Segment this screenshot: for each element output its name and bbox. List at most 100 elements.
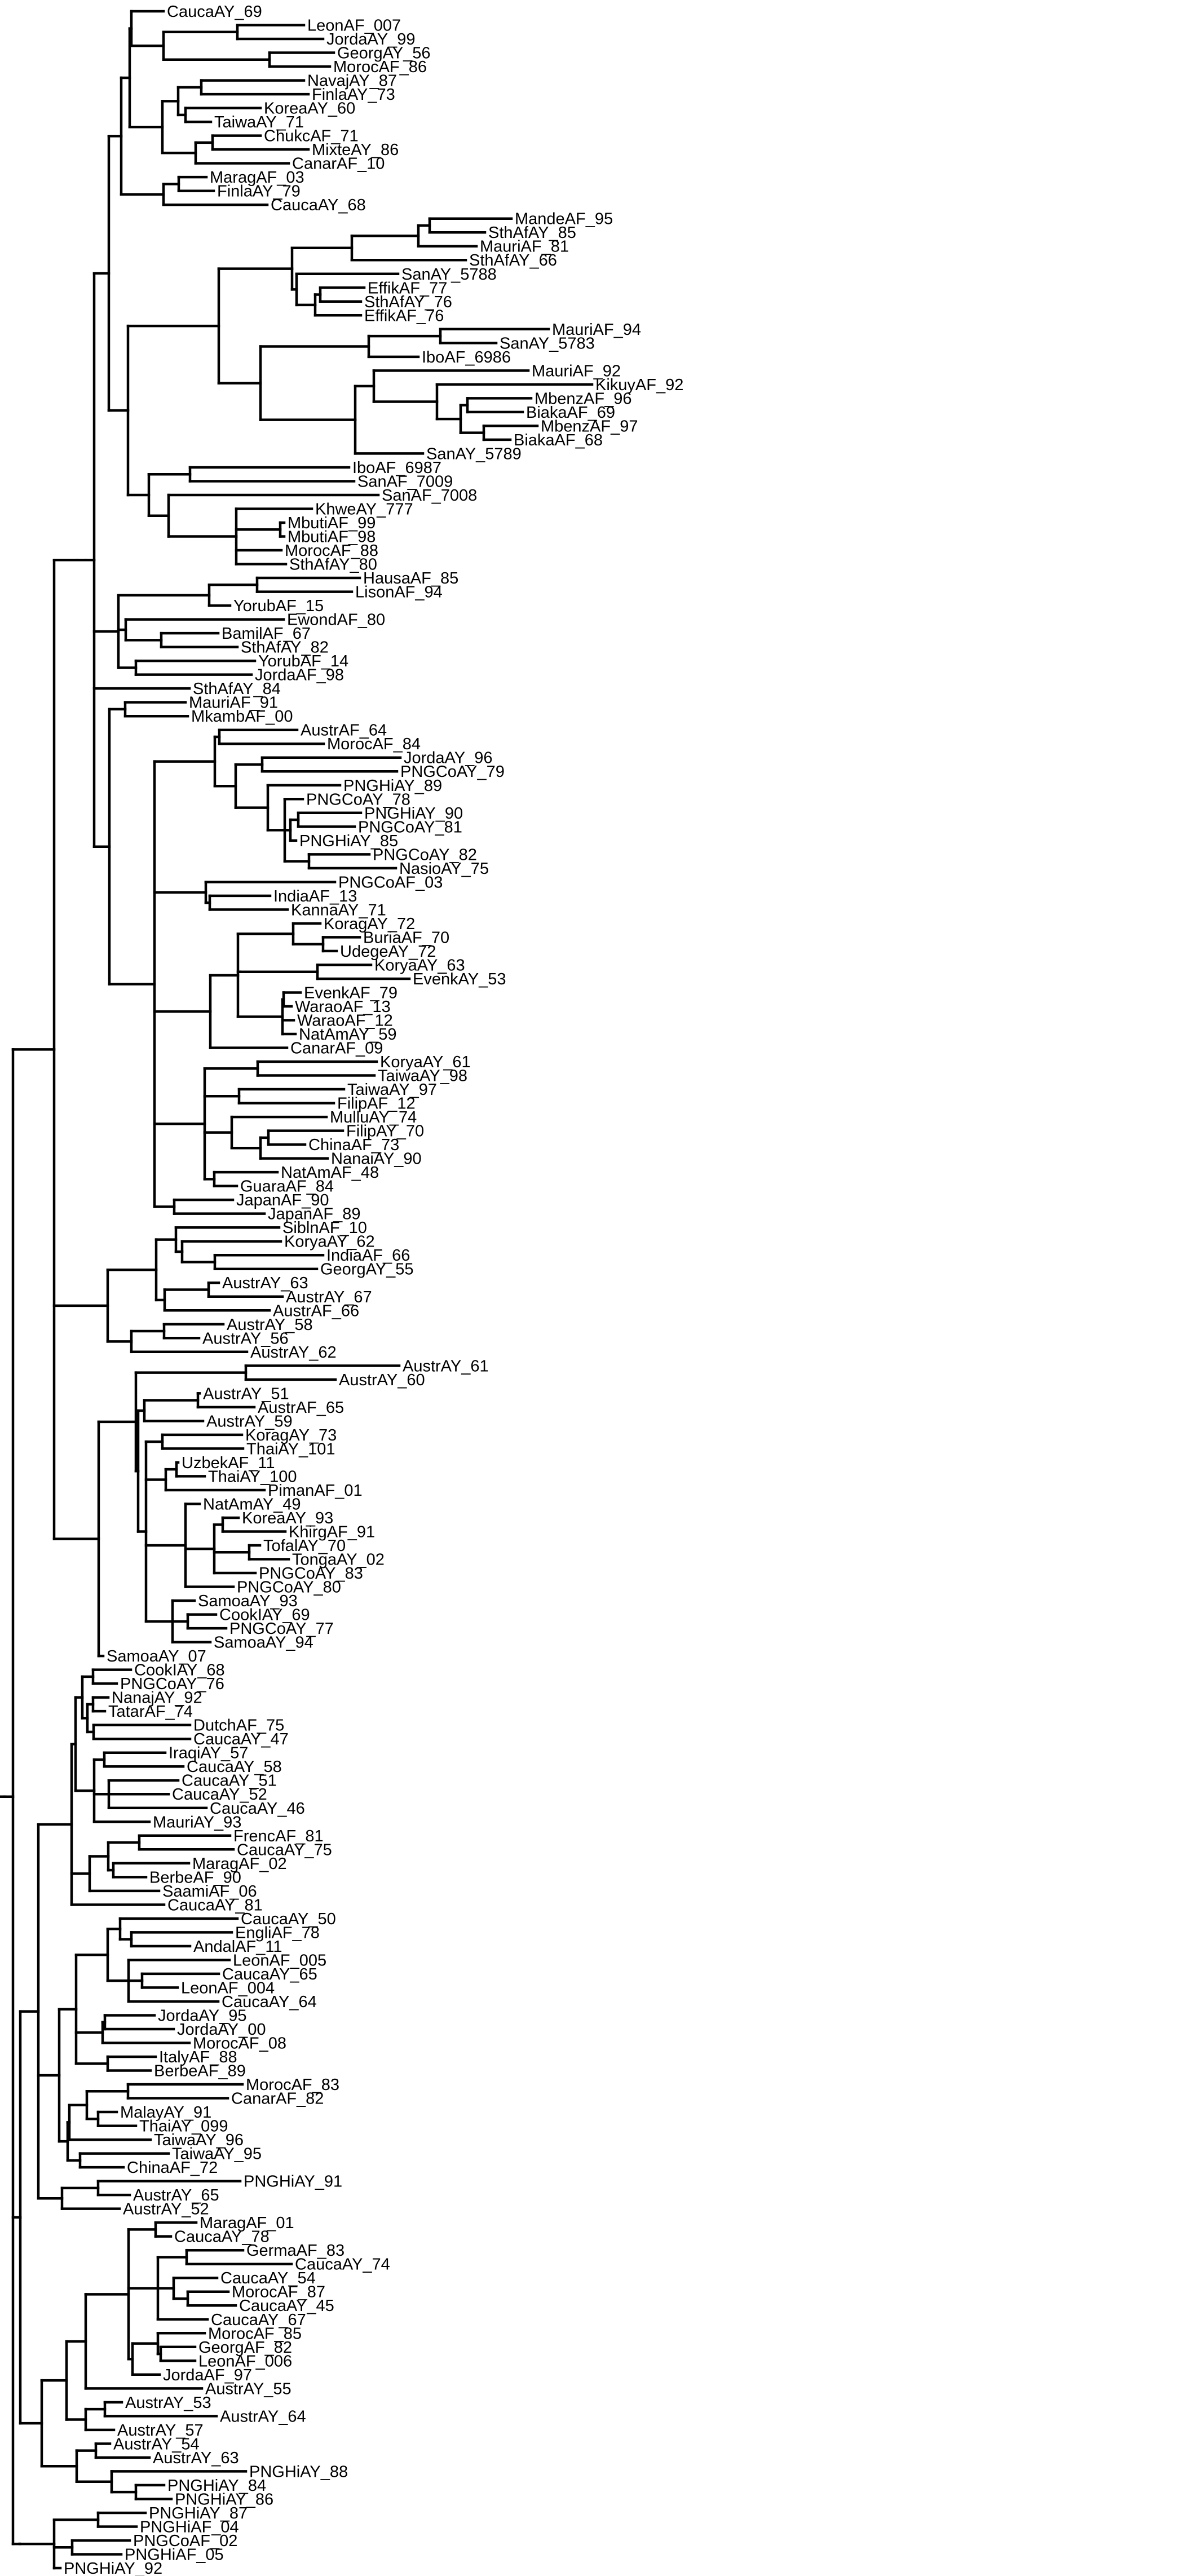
tip-label: LeonAF_007 — [307, 17, 401, 35]
tip-label: JordaAY_96 — [404, 749, 492, 767]
tip-label: AustrAY_65 — [133, 2186, 219, 2204]
tip-label: PNGCoAY_81 — [358, 818, 462, 836]
tip-label: LeonAF_006 — [198, 2352, 292, 2370]
tip-label: SthAfAY_84 — [193, 680, 281, 698]
tip-label: MaragAF_02 — [192, 1855, 287, 1873]
tip-label: MauriAF_94 — [552, 321, 641, 339]
tip-label: SiblnAF_10 — [282, 1219, 367, 1237]
tip-label: ThaiAY_101 — [246, 1440, 335, 1458]
tip-label: MauriAF_81 — [480, 238, 569, 256]
tip-label: FinlaAY_79 — [217, 183, 301, 201]
tip-label: TofalAY_70 — [263, 1537, 346, 1555]
tip-label: SamoaAY_07 — [107, 1647, 206, 1665]
tip-label: SanAY_5788 — [401, 266, 497, 284]
tip-label: MorocAF_08 — [193, 2034, 286, 2052]
tip-label: CaucaAY_68 — [271, 196, 366, 214]
tip-label: MorocAF_88 — [285, 542, 378, 560]
tip-label: CaucaAY_78 — [174, 2228, 270, 2246]
tip-label: EffikAF_76 — [364, 307, 444, 325]
tip-label: PNGCoAY_83 — [259, 1565, 363, 1583]
tip-label: ThaiAY_100 — [208, 1468, 297, 1486]
tip-label: EffikAF_77 — [368, 279, 447, 297]
tip-label: ChukcAF_71 — [264, 127, 359, 145]
tip-label: MkambAF_00 — [191, 708, 293, 726]
tip-label: PNGHiAY_92 — [64, 2560, 162, 2576]
tip-label: NatAmAY_59 — [299, 1026, 397, 1044]
tip-label: AustrAY_57 — [117, 2422, 204, 2440]
tip-label: TaiwaAY_71 — [214, 113, 304, 131]
tip-label: PNGCoAY_76 — [120, 1675, 224, 1693]
tip-label: KoryaAY_61 — [380, 1053, 471, 1071]
tip-label: KikuyAF_92 — [595, 376, 683, 394]
tip-label: IndiaAF_13 — [273, 887, 357, 905]
tip-label: ItalyAF_88 — [159, 2048, 237, 2066]
tip-label: MorocAF_86 — [333, 58, 427, 76]
tip-label: AustrAY_64 — [220, 2407, 306, 2425]
tip-label: BerbeAF_90 — [149, 1868, 241, 1886]
tip-label: JapanAF_89 — [268, 1205, 360, 1223]
tip-label: KannaAY_71 — [291, 901, 386, 919]
tip-label: CaucaAY_46 — [210, 1800, 305, 1818]
tip-label: PNGCoAY_78 — [306, 790, 410, 808]
tip-label: NatAmAF_48 — [281, 1164, 379, 1182]
tip-label: AustrAY_51 — [203, 1385, 289, 1403]
tip-label: CaucaAY_51 — [182, 1772, 277, 1790]
tip-label: AustrAY_60 — [339, 1371, 425, 1389]
tip-label: AustrAY_59 — [206, 1412, 293, 1430]
tip-label: MbenzAF_97 — [541, 417, 638, 435]
tip-label: FinlaAY_73 — [312, 86, 395, 104]
tip-label: JapanAF_90 — [236, 1191, 329, 1209]
tip-label: YorubAF_15 — [233, 597, 324, 615]
tip-label: SanAF_7009 — [357, 472, 453, 491]
tip-label: DutchAF_75 — [193, 1717, 284, 1735]
tip-label: AustrAY_61 — [403, 1357, 489, 1375]
tip-label: SamoaAY_94 — [214, 1634, 313, 1652]
tip-label: PNGHiAY_88 — [249, 2463, 348, 2481]
tip-label: ChinaAF_72 — [127, 2159, 218, 2177]
tip-label: AustrAY_56 — [202, 1329, 289, 1347]
tip-label: NatAmAY_49 — [203, 1495, 301, 1513]
tip-label: CaucaAY_64 — [222, 1993, 317, 2011]
tip-label: MauriAF_91 — [189, 694, 278, 712]
tip-label: AustrAY_55 — [205, 2380, 292, 2398]
tip-label: AustrAY_67 — [286, 1288, 372, 1306]
tip-label: PNGHiAY_90 — [364, 805, 463, 823]
tip-label: CanarAF_09 — [290, 1040, 383, 1058]
tip-label: JordaAY_95 — [158, 2007, 246, 2025]
tip-label: GuaraAF_84 — [240, 1178, 334, 1196]
tip-label: IraqiAY_57 — [169, 1744, 248, 1762]
tip-label: KoryaAY_62 — [284, 1233, 375, 1251]
tip-label: BerbeAF_89 — [154, 2062, 246, 2080]
tip-label: FilipAF_12 — [337, 1095, 416, 1113]
tip-label: WaraoAF_12 — [297, 1011, 393, 1029]
tip-label: IndiaAF_66 — [326, 1247, 410, 1265]
tip-label: TaiwaAY_96 — [154, 2131, 244, 2149]
tip-label: CookIAY_68 — [134, 1662, 225, 1680]
tip-label: LeonAF_005 — [233, 1951, 326, 1969]
tip-label: JordaAF_98 — [255, 666, 344, 684]
tip-label: PNGCoAF_03 — [338, 873, 443, 891]
tip-label: MorocAF_83 — [246, 2076, 339, 2094]
tip-label: CaucaAY_65 — [222, 1965, 317, 1983]
tip-label: MbenzAF_96 — [535, 390, 632, 408]
tip-label: NanaiAY_90 — [331, 1150, 422, 1168]
tip-label: NasioAY_75 — [399, 860, 489, 878]
tip-label: JordaAY_00 — [177, 2021, 266, 2039]
tip-label: MalayAY_91 — [120, 2104, 211, 2122]
tip-label: CaucaAY_67 — [211, 2311, 306, 2329]
tip-label: EngliAF_78 — [235, 1924, 320, 1942]
tip-label: AustrAY_63 — [153, 2449, 239, 2467]
tip-label: PNGHiAY_87 — [149, 2504, 248, 2522]
tip-label: PNGCoAY_82 — [373, 846, 477, 864]
tip-label: SanAY_5789 — [426, 445, 522, 463]
tip-label: TaiwaAY_98 — [378, 1067, 467, 1085]
tip-label: PNGCoAF_02 — [133, 2532, 237, 2550]
tip-label: BiakaAF_69 — [526, 404, 615, 422]
tip-label: PimanAF_01 — [268, 1482, 363, 1500]
tip-label: CaucaAY_81 — [167, 1896, 263, 1914]
tip-label: JordaAY_99 — [326, 30, 415, 48]
tip-label: SaamiAF_06 — [162, 1883, 257, 1901]
tip-label: JordaAF_97 — [163, 2366, 252, 2384]
tip-label: BiakaAF_68 — [514, 431, 603, 449]
